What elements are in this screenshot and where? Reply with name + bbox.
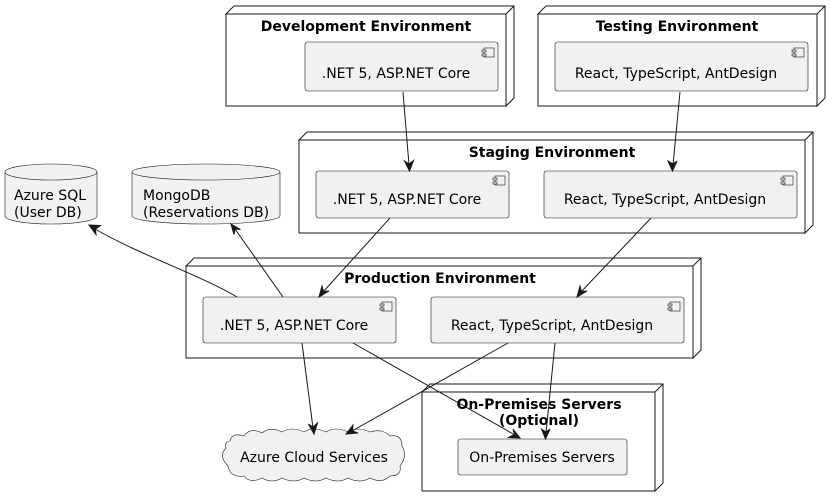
arrowhead bbox=[506, 428, 522, 439]
onprem-servers-title-line2: (Optional) bbox=[499, 413, 579, 429]
azure-sql-database: Azure SQL (User DB) bbox=[4, 163, 98, 225]
development-environment-node: Development Environment .NET 5, ASP.NET … bbox=[224, 5, 515, 108]
edge-production-to-azure-sql bbox=[94, 228, 238, 298]
arrowhead bbox=[666, 159, 678, 173]
mongodb-label-line1: MongoDB bbox=[143, 188, 210, 204]
edge-testing-to-staging-react bbox=[672, 91, 681, 166]
production-environment-title: Production Environment bbox=[344, 271, 536, 287]
arrowhead bbox=[403, 159, 415, 173]
staging-dotnet-component: .NET 5, ASP.NET Core bbox=[315, 170, 510, 219]
staging-environment-title: Staging Environment bbox=[469, 145, 636, 161]
edges bbox=[87, 91, 681, 441]
testing-environment-title: Testing Environment bbox=[596, 19, 759, 35]
arrowhead bbox=[576, 284, 588, 299]
edge-production-to-mongodb bbox=[234, 228, 284, 298]
onprem-servers-component: On-Premises Servers bbox=[457, 438, 628, 476]
azure-sql-label-line1: Azure SQL bbox=[14, 188, 86, 204]
production-dotnet-component: .NET 5, ASP.NET Core bbox=[202, 296, 397, 344]
edge-dev-to-staging-dotnet bbox=[402, 91, 410, 166]
onprem-servers-node: On-Premises Servers (Optional) On-Premis… bbox=[420, 383, 664, 493]
production-react-component: React, TypeScript, AntDesign bbox=[430, 296, 685, 344]
staging-environment-node: Staging Environment .NET 5, ASP.NET Core… bbox=[297, 131, 814, 235]
development-environment-title: Development Environment bbox=[261, 19, 472, 35]
azure-cloud-services-label: Azure Cloud Services bbox=[240, 450, 388, 466]
azure-sql-label-line2: (User DB) bbox=[14, 205, 82, 221]
mongodb-label-line2: (Reservations DB) bbox=[143, 205, 269, 221]
arrowhead bbox=[540, 427, 551, 441]
edge-staging-to-production-react bbox=[580, 217, 652, 293]
production-react-label: React, TypeScript, AntDesign bbox=[451, 318, 653, 334]
edge-staging-to-production-dotnet bbox=[322, 217, 391, 293]
staging-react-component: React, TypeScript, AntDesign bbox=[543, 170, 798, 219]
component-icon bbox=[780, 175, 794, 186]
staging-dotnet-label: .NET 5, ASP.NET Core bbox=[333, 192, 481, 208]
production-dotnet-label: .NET 5, ASP.NET Core bbox=[220, 318, 368, 334]
component-icon bbox=[791, 47, 805, 58]
arrowhead bbox=[318, 284, 330, 299]
edge-production-react-to-onprem bbox=[545, 342, 556, 434]
testing-react-label: React, TypeScript, AntDesign bbox=[575, 66, 777, 82]
edge-production-dotnet-to-onprem bbox=[352, 342, 516, 436]
development-dotnet-label: .NET 5, ASP.NET Core bbox=[322, 66, 470, 82]
mongodb-database: MongoDB (Reservations DB) bbox=[131, 163, 281, 225]
onprem-servers-title-line1: On-Premises Servers bbox=[456, 397, 621, 413]
arrowhead bbox=[230, 222, 241, 235]
component-icon bbox=[667, 301, 681, 312]
development-dotnet-component: .NET 5, ASP.NET Core bbox=[304, 41, 499, 92]
onprem-servers-label: On-Premises Servers bbox=[469, 450, 615, 466]
arrowhead bbox=[87, 224, 102, 237]
azure-cloud-services: Azure Cloud Services bbox=[222, 428, 405, 482]
component-icon bbox=[379, 301, 393, 312]
component-icon bbox=[481, 47, 495, 58]
arrowhead bbox=[308, 421, 319, 436]
edge-production-dotnet-to-cloud bbox=[301, 342, 314, 429]
production-environment-node: Production Environment .NET 5, ASP.NET C… bbox=[184, 257, 702, 360]
component-icon bbox=[492, 175, 506, 186]
staging-react-label: React, TypeScript, AntDesign bbox=[564, 192, 766, 208]
testing-react-component: React, TypeScript, AntDesign bbox=[554, 41, 809, 92]
testing-environment-node: Testing Environment React, TypeScript, A… bbox=[536, 5, 826, 108]
edge-production-react-to-cloud bbox=[351, 342, 509, 432]
arrowhead bbox=[344, 423, 359, 435]
